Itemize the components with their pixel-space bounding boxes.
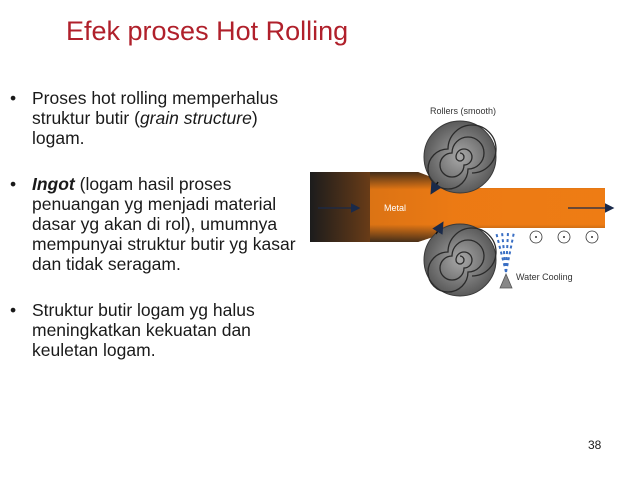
bullet-text: ) logam. [32,108,258,148]
water-spray [495,231,515,273]
bullet-text: Struktur butir logam yg halus meningkatk… [32,300,255,360]
bullet-text-bold-italic: Ingot [32,174,75,194]
metal-strip [310,172,605,242]
bullet-item: • Struktur butir logam yg halus meningka… [8,300,308,360]
bullet-text-italic: grain structure [139,108,252,128]
bullet-item: • Proses hot rolling memperhalus struktu… [8,88,308,148]
bullet-marker: • [10,300,17,320]
page-number: 38 [588,438,602,452]
bullet-marker: • [10,88,17,108]
nozzle-icon [499,272,513,289]
rollers-label: Rollers (smooth) [430,106,496,116]
bottom-roller [423,221,497,297]
slide-title: Efek proses Hot Rolling [66,16,349,46]
water-cooling-label: Water Cooling [516,272,573,282]
bullet-text: (logam hasil proses penuangan yg menjadi… [32,174,296,274]
bullet-item: • Ingot (logam hasil proses penuangan yg… [8,174,308,274]
bullet-marker: • [10,174,17,194]
top-roller [423,120,497,195]
metal-label: Metal [384,203,406,213]
bullet-text: Proses hot rolling memperhalus struktur … [32,88,279,128]
hot-rolling-diagram: Rollers (smooth) Metal Water Cooling [310,106,615,297]
bullet-list: • Proses hot rolling memperhalus struktu… [8,88,308,380]
